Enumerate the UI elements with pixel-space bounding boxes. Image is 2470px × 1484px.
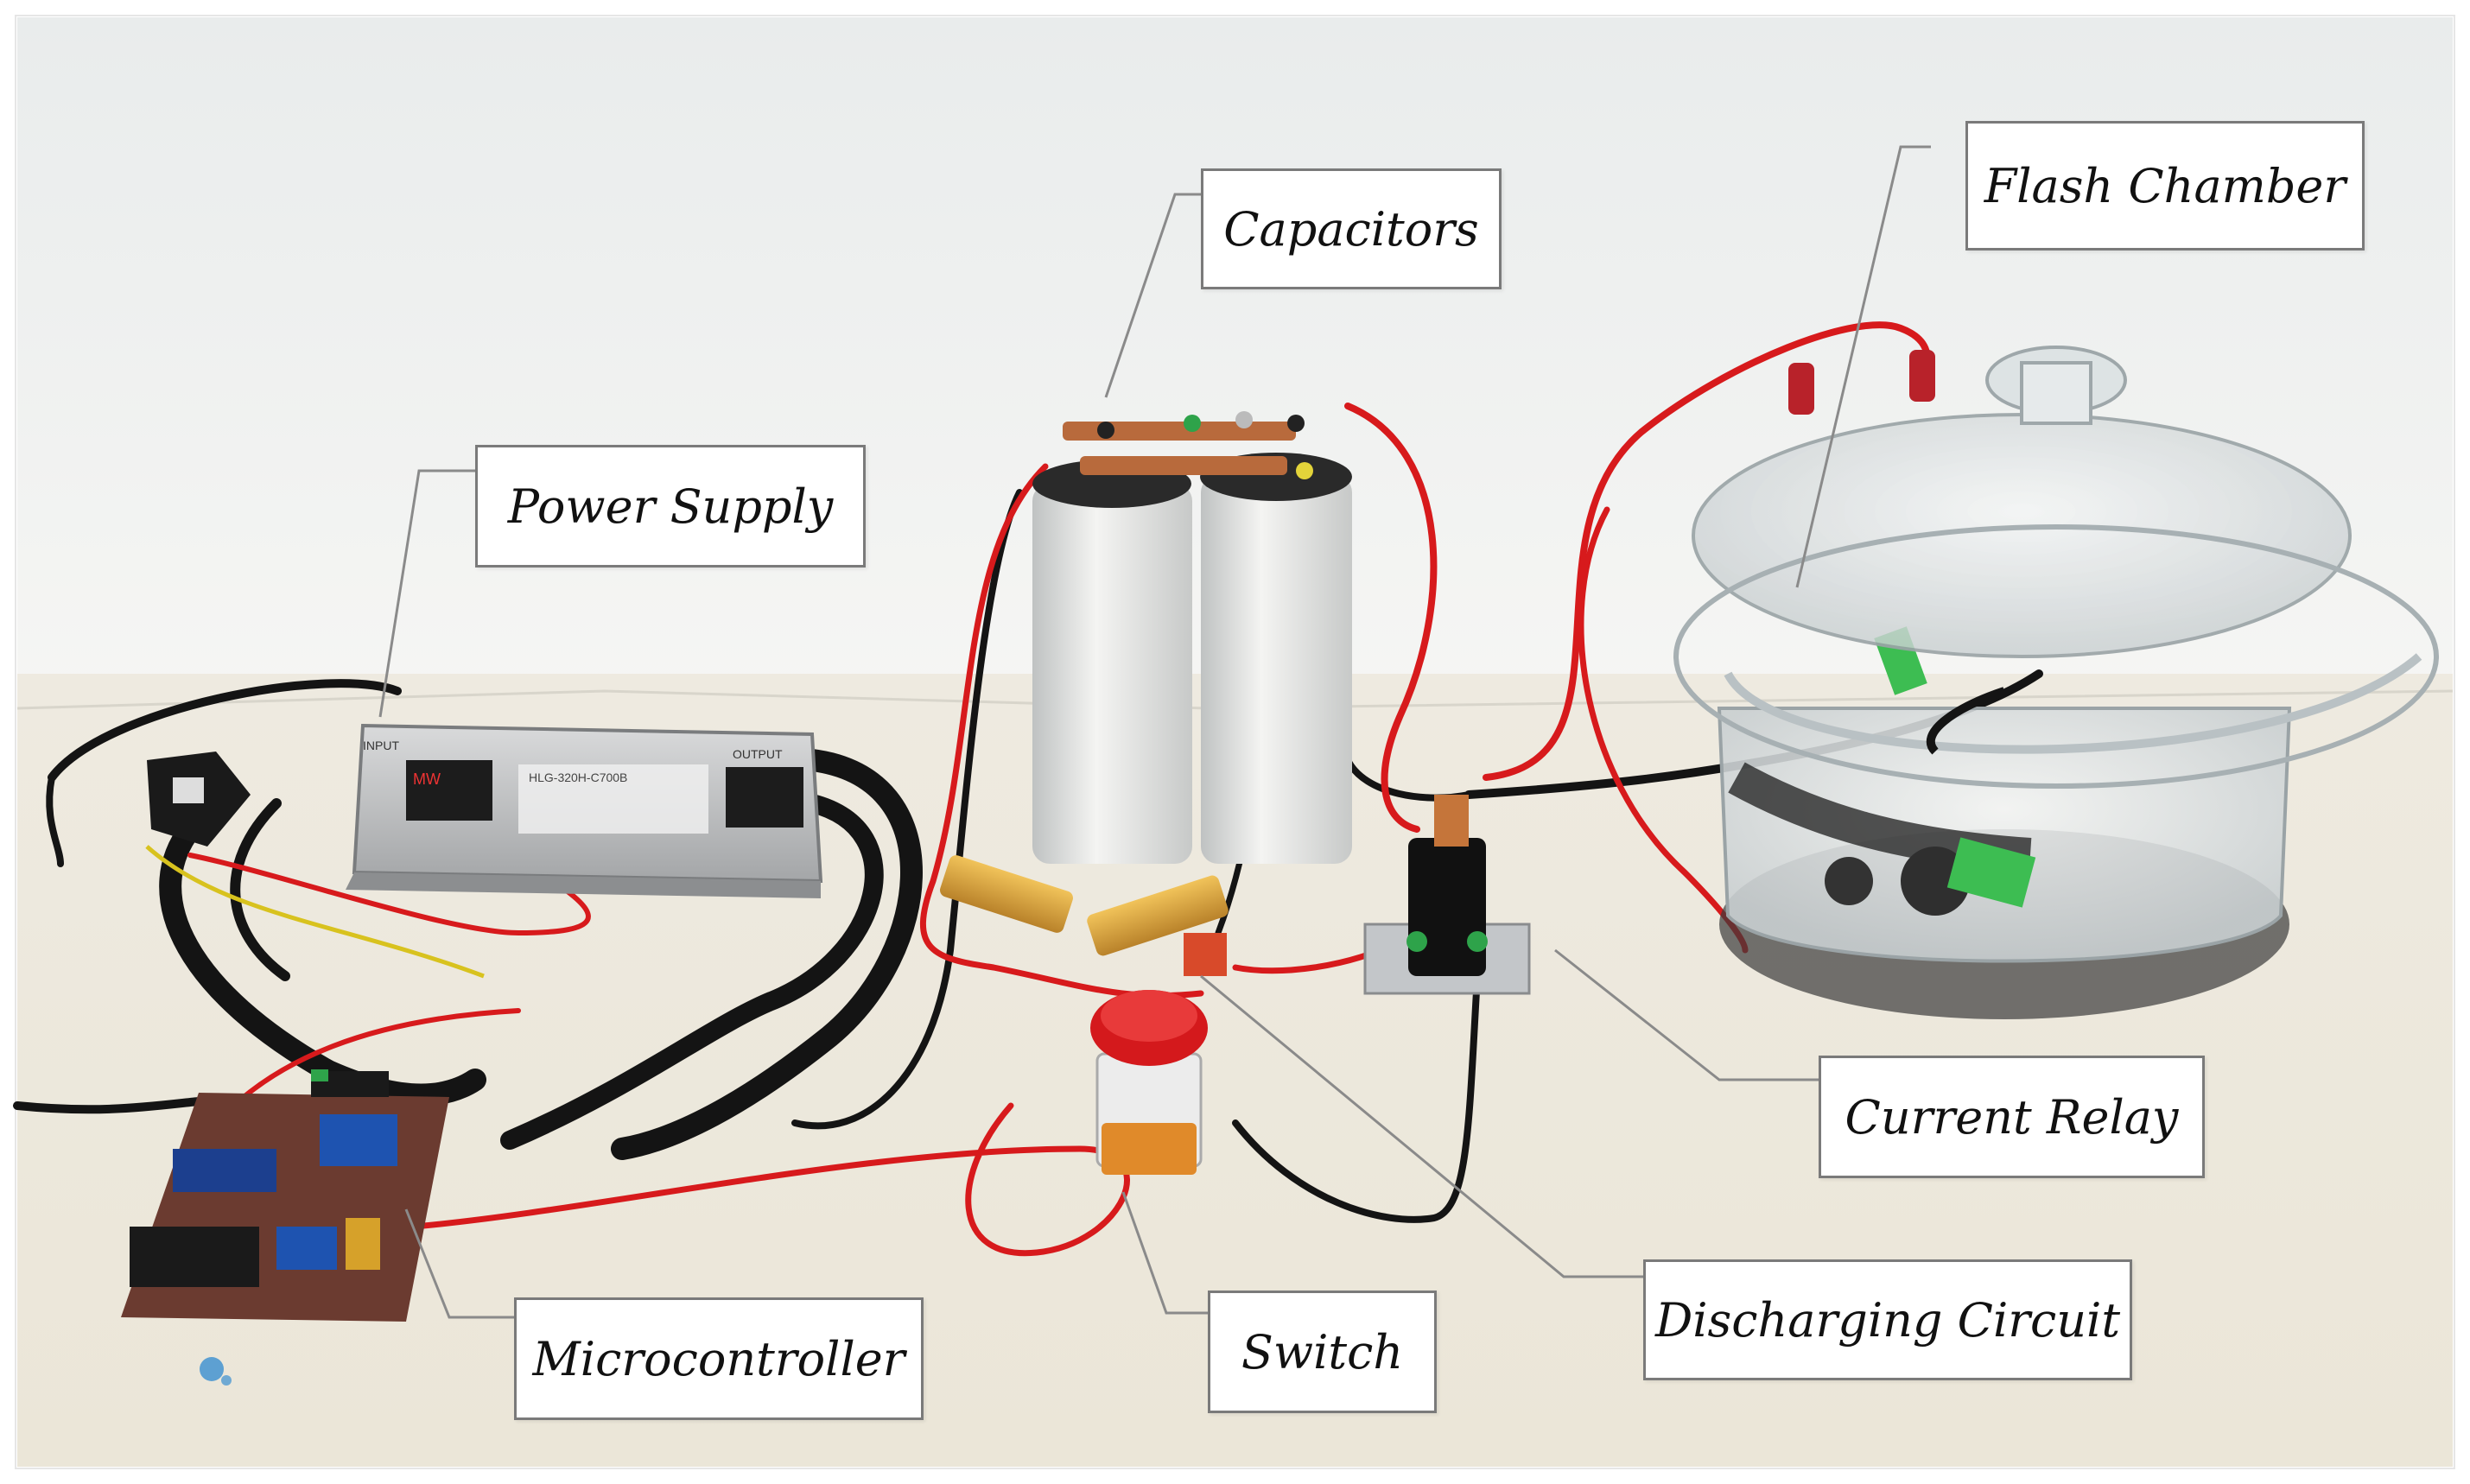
leader-power-supply [378,469,479,718]
current-relay-device [1363,795,1531,995]
microcontroller-board [121,1069,449,1322]
leader-current-relay [1554,948,1819,1081]
black-cables [13,480,2043,1223]
leader-capacitors [1104,193,1201,398]
ac-plug [147,752,251,847]
flash-chamber-desiccator [1673,346,2439,1019]
psu-model-mark: HLG-320H-C700B [529,771,627,784]
discharging-resistors [940,855,1229,976]
label-current-relay: Current Relay [1819,1056,2205,1178]
red-cables [187,321,1932,1257]
blue-stain [200,1357,224,1381]
psu-brand-mark: MW [413,771,441,788]
leader-microcontroller [404,1208,514,1319]
leader-lines [378,145,1931,1319]
label-microcontroller: Microcontroller [514,1297,924,1420]
psu-input-mark: INPUT [363,739,399,752]
leader-switch [1121,1191,1210,1315]
emergency-switch-device [1090,990,1208,1175]
label-discharging-circuit: Discharging Circuit [1643,1259,2132,1380]
capacitors-assembly [1032,411,1352,864]
power-supply-unit: MW INPUT HLG-320H-C700B OUTPUT [346,723,823,898]
label-power-supply: Power Supply [475,445,866,568]
label-flash-chamber: Flash Chamber [1965,121,2365,251]
leader-flash-chamber [1795,145,1931,588]
leader-discharging-circuit [1200,974,1646,1278]
psu-output-mark: OUTPUT [733,747,783,761]
label-switch: Switch [1208,1291,1437,1413]
yellow-wires [145,845,485,979]
label-capacitors: Capacitors [1201,168,1502,289]
